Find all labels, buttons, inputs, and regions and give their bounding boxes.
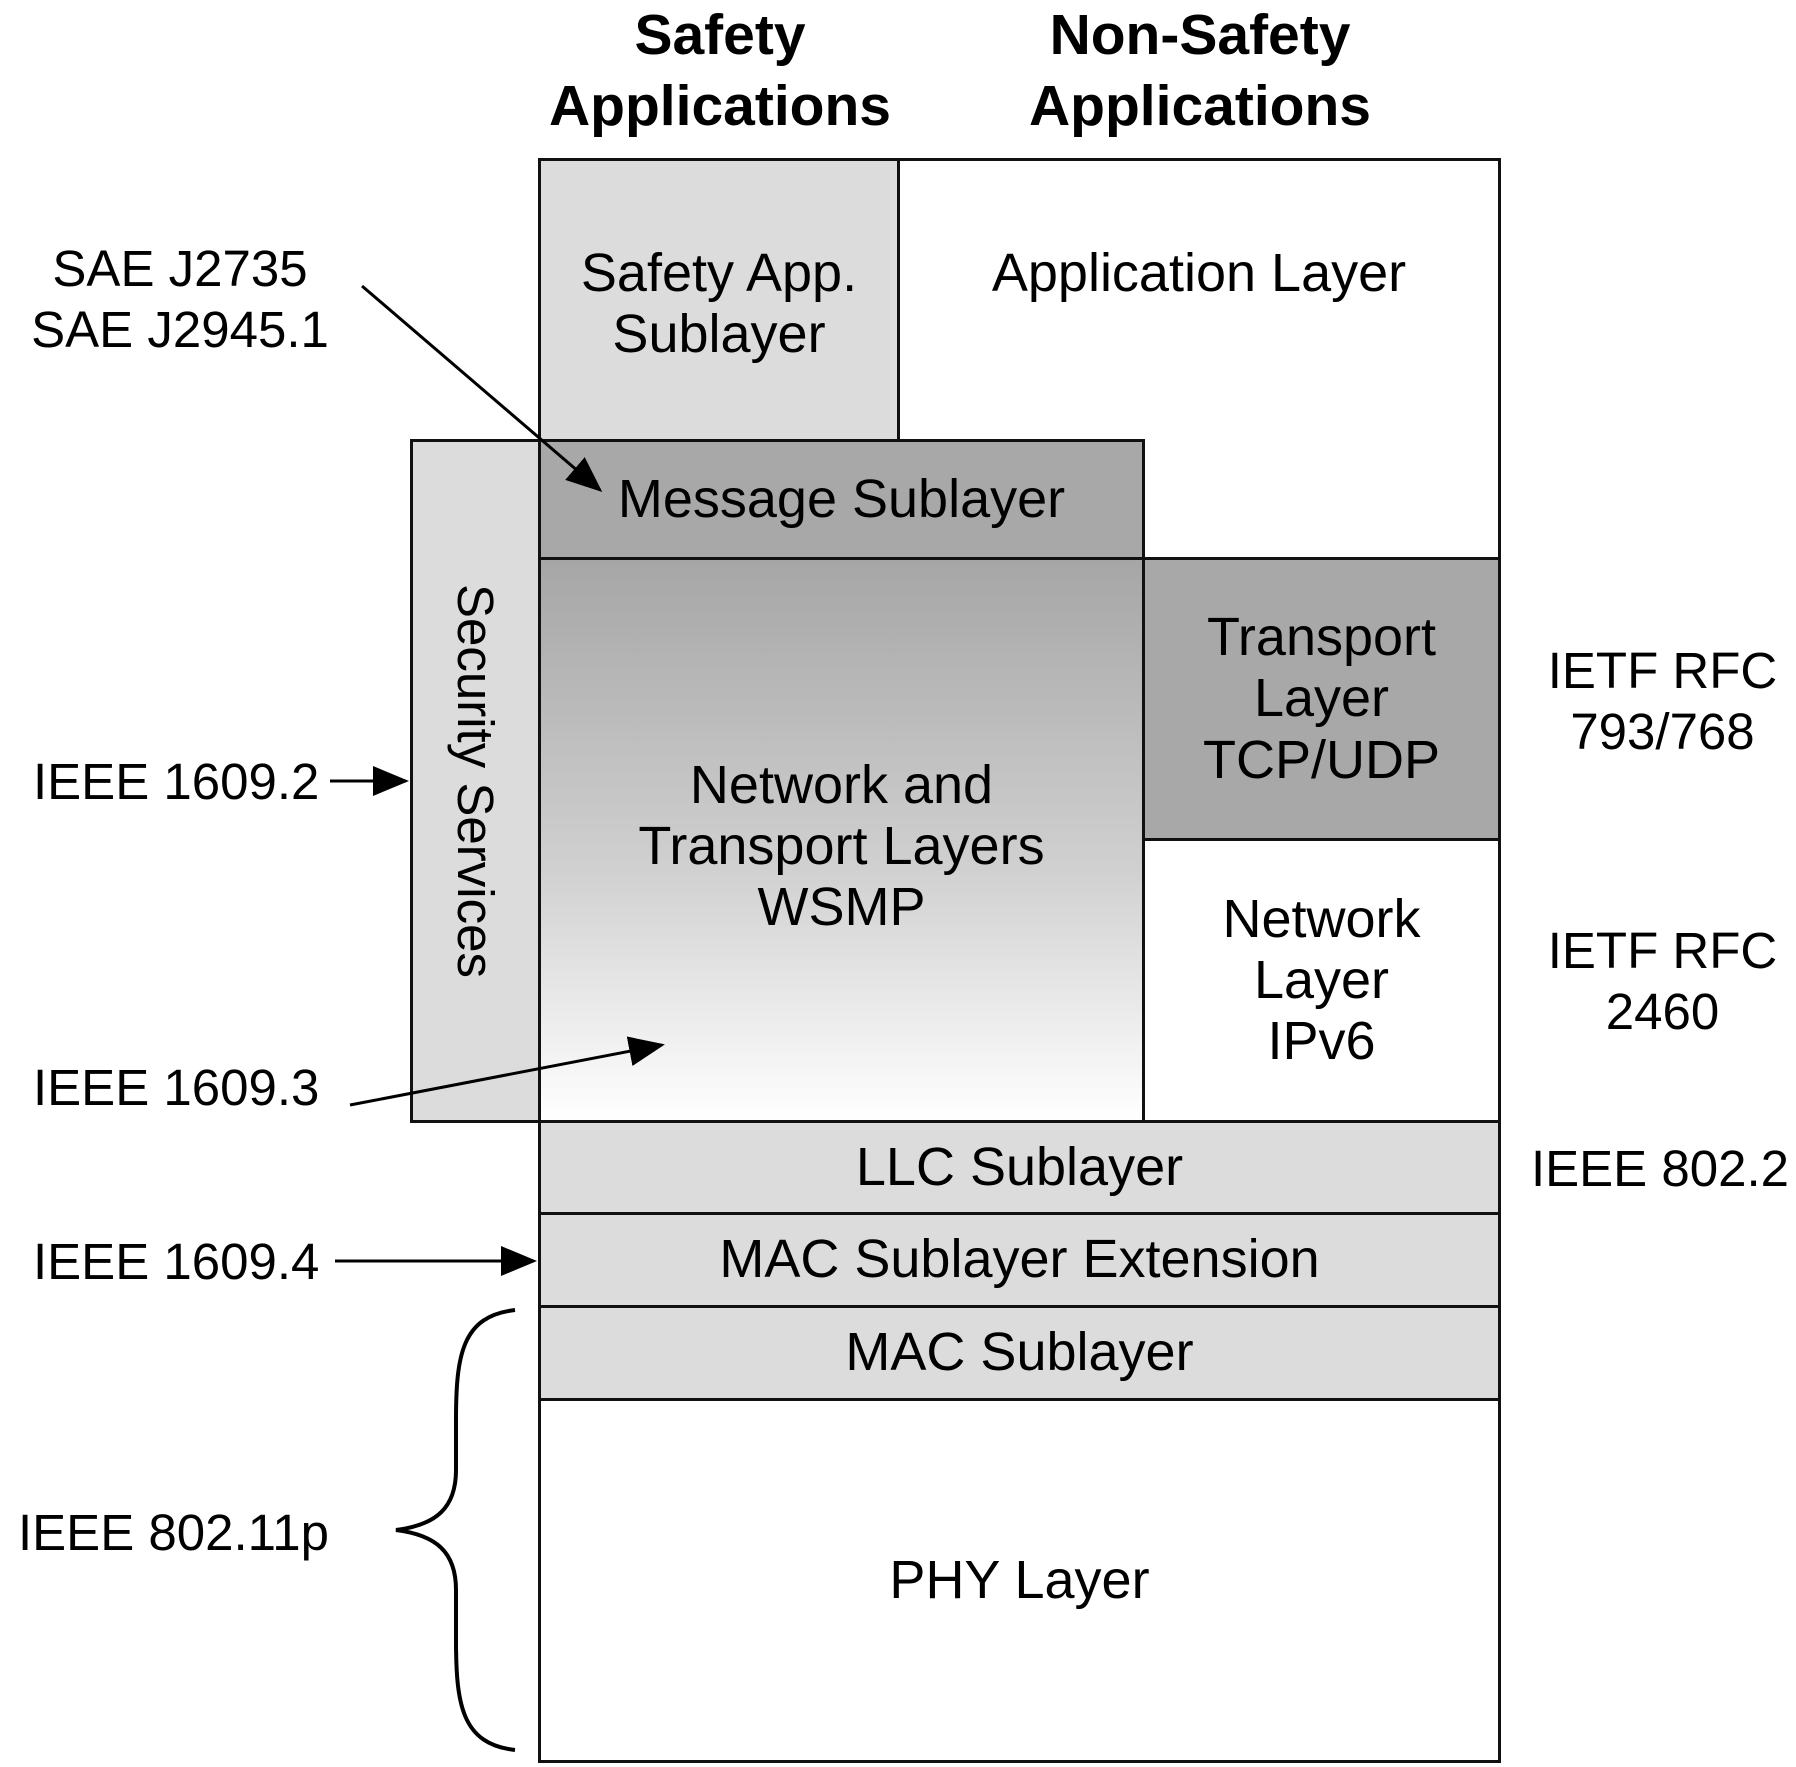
box-label: Application Layer — [991, 243, 1407, 303]
label-line: IEEE 802.11p — [18, 1504, 329, 1561]
box-label: Security Services — [447, 584, 504, 978]
box-label: Layer — [1253, 949, 1390, 1010]
box-label: LLC Sublayer — [855, 1136, 1184, 1197]
box-label: Transport Layers — [638, 816, 1045, 877]
ieee-802-11p-brace — [395, 1308, 516, 1752]
header-line: Applications — [1028, 74, 1372, 139]
sae-arrow — [361, 284, 603, 492]
box-label: MAC Sublayer — [845, 1322, 1194, 1383]
safety-applications-header: Safety Applications — [520, 0, 920, 143]
ieee-1609-4-label: IEEE 1609.4 — [33, 1231, 319, 1292]
box-label: Sublayer — [612, 304, 826, 365]
header-line: Non-Safety — [1049, 3, 1351, 67]
label-line: SAE J2735 — [52, 240, 308, 297]
mac-sublayer-extension-box: MAC Sublayer Extension — [538, 1212, 1501, 1308]
box-label: Layer — [1253, 668, 1390, 729]
ieee-1609-2-label: IEEE 1609.2 — [33, 751, 319, 812]
box-label: Safety App. — [580, 243, 858, 303]
label-line: 2460 — [1605, 983, 1720, 1041]
box-label: Network and — [689, 755, 994, 815]
box-label: WSMP — [757, 877, 926, 938]
label-line: IETF RFC — [1547, 642, 1778, 699]
network-transport-wsmp-box: Network and Transport Layers WSMP — [538, 557, 1145, 1123]
safety-app-sublayer-box: Safety App. Sublayer — [538, 158, 900, 443]
transport-layer-box: Transport Layer TCP/UDP — [1142, 557, 1501, 841]
label-line: IEEE 1609.2 — [33, 753, 320, 810]
label-line: SAE J2945.1 — [31, 301, 329, 359]
box-label: MAC Sublayer Extension — [719, 1229, 1320, 1290]
label-line: IETF RFC — [1547, 922, 1778, 979]
network-layer-box: Network Layer IPv6 — [1142, 838, 1501, 1123]
label-line: IEEE 1609.4 — [33, 1233, 320, 1290]
label-line: 793/768 — [1570, 703, 1755, 761]
box-label: PHY Layer — [889, 1549, 1150, 1610]
non-safety-applications-header: Non-Safety Applications — [1000, 0, 1400, 143]
ietf-rfc-793-768-label: IETF RFC 793/768 — [1530, 640, 1795, 762]
ieee-802-2-label: IEEE 802.2 — [1525, 1138, 1795, 1199]
security-services-box: Security Services — [410, 439, 541, 1123]
ieee-1609-3-label: IEEE 1609.3 — [33, 1057, 319, 1118]
ieee-802-11p-label: IEEE 802.11p — [18, 1502, 329, 1563]
ietf-rfc-2460-label: IETF RFC 2460 — [1530, 920, 1795, 1042]
box-label: Message Sublayer — [617, 468, 1066, 529]
box-label: Network — [1222, 888, 1421, 949]
label-line: IEEE 1609.3 — [33, 1059, 320, 1116]
header-line: Applications — [548, 74, 892, 139]
box-label: TCP/UDP — [1202, 729, 1440, 790]
box-label: Transport — [1206, 607, 1437, 668]
ieee-1609-3-arrow — [349, 1036, 665, 1107]
box-label: IPv6 — [1267, 1011, 1376, 1071]
phy-layer-box: PHY Layer — [538, 1398, 1501, 1763]
header-line: Safety — [634, 3, 806, 67]
label-line: IEEE 802.2 — [1530, 1140, 1789, 1197]
sae-standards-label: SAE J2735 SAE J2945.1 — [10, 238, 350, 360]
